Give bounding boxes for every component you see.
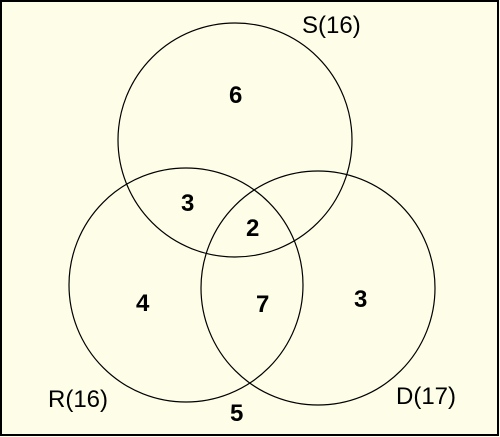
region-s-r-d-count: 2	[246, 215, 259, 242]
set-d-label: D(17)	[396, 383, 456, 410]
set-r-label: R(16)	[48, 386, 108, 413]
set-s-circle	[117, 22, 353, 258]
region-r-only-count: 4	[136, 290, 150, 317]
set-r-circle	[68, 167, 304, 403]
region-s-only-count: 6	[229, 82, 242, 109]
region-s-and-r-count: 3	[181, 190, 194, 217]
region-d-only-count: 3	[354, 286, 367, 313]
region-outside-count: 5	[230, 400, 243, 427]
set-d-circle	[200, 170, 436, 406]
region-r-and-d-count: 7	[256, 291, 269, 318]
set-s-label: S(16)	[302, 12, 361, 39]
